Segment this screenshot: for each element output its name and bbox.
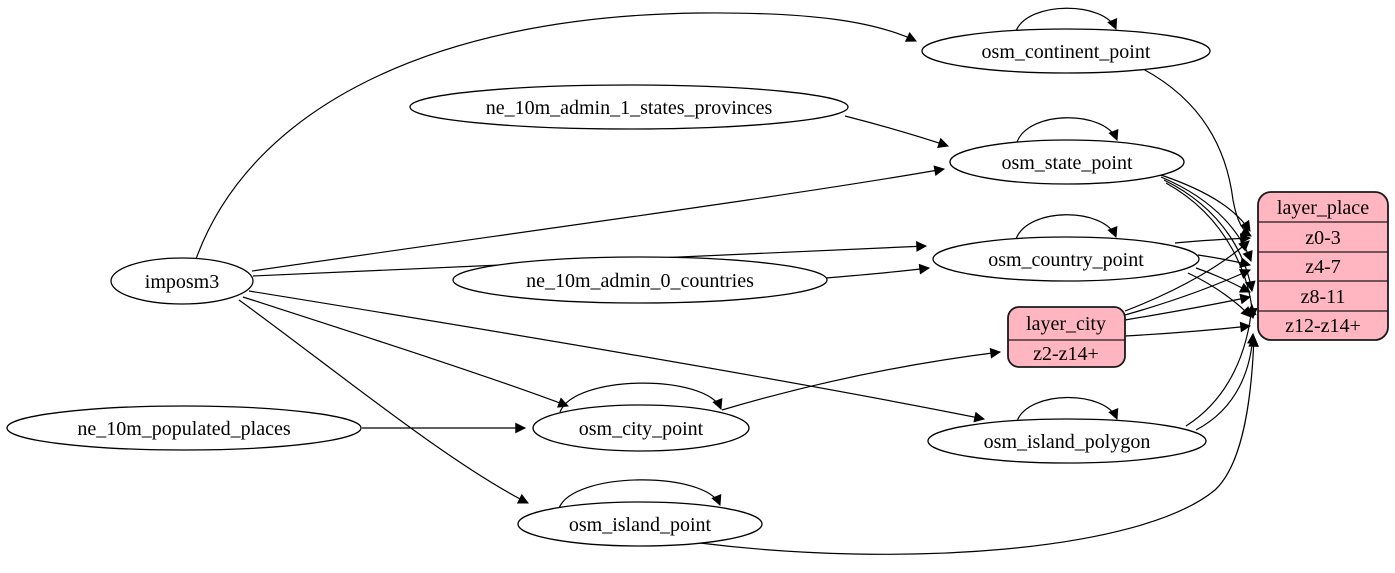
layer_place-row-z4-7: z4-7 — [1305, 256, 1341, 278]
osm_continent_point-label: osm_continent_point — [982, 41, 1151, 63]
edge-imposm3-osm_city_point — [242, 296, 570, 408]
edge-ne_10m_admin_0_countries-osm_country_point — [825, 263, 931, 279]
selfloop-osm_island_point — [558, 479, 722, 509]
ne_10m_admin_1_states_provinces-ellipse — [409, 84, 849, 130]
osm_state_point-label: osm_state_point — [1001, 152, 1133, 174]
layer_place-title: layer_place — [1277, 197, 1369, 219]
ne_10m_populated_places-label: ne_10m_populated_places — [77, 418, 290, 440]
node-ne_10m_admin_0_countries: ne_10m_admin_0_countries — [452, 256, 828, 304]
edge-imposm3-osm_state_point — [251, 165, 946, 272]
edge-imposm3-osm_island_polygon — [248, 290, 986, 423]
osm_island_polygon-label: osm_island_polygon — [984, 431, 1151, 453]
imposm3-ellipse — [110, 257, 254, 305]
ne_10m_admin_1_states_provinces-label: ne_10m_admin_1_states_provinces — [486, 97, 773, 119]
edge-layer_city-z12-z14 — [1124, 321, 1252, 337]
selfloop-osm_island_polygon — [1016, 396, 1119, 422]
record-layer_place: layer_place z0-3 z4-7 z8-11 z12-z14+ — [1257, 191, 1389, 341]
edge-osm_state_point-z4-7 — [1160, 176, 1253, 263]
osm_island_point-label: osm_island_point — [569, 514, 712, 536]
layer_place-row-z0-3: z0-3 — [1305, 227, 1341, 249]
layer_place-row-z8-11: z8-11 — [1301, 286, 1346, 308]
edge-osm_city_point-layer_city — [721, 347, 1002, 411]
layer_city-row-z2-z14: z2-z14+ — [1033, 343, 1099, 365]
node-osm_city_point: osm_city_point — [532, 404, 750, 452]
edge-osm_island_polygon-z8-11 — [1185, 303, 1257, 427]
selfloop-osm_continent_point — [1015, 7, 1118, 32]
edge-osm_island_polygon-z12-z14 — [1195, 332, 1258, 431]
node-osm_country_point: osm_country_point — [932, 236, 1200, 282]
selfloop-osm_state_point — [1016, 117, 1119, 143]
node-imposm3: imposm3 — [110, 257, 254, 305]
osm_island_point-ellipse — [517, 501, 763, 547]
edge-osm_state_point-z0-3 — [1157, 173, 1251, 232]
edge-ne_10m_admin_1_states_provinces-osm_state_point — [844, 115, 950, 149]
edge-layer_city-z4-7 — [1124, 269, 1251, 316]
edges-group — [195, 7, 1260, 555]
imposm3-label: imposm3 — [145, 271, 219, 293]
edge-osm_country_point-z12-z14 — [1187, 272, 1252, 318]
edge-osm_island_point-z12-z14 — [699, 335, 1260, 555]
edge-osm_country_point-z0-3 — [1174, 233, 1252, 244]
layer_city-box — [1007, 306, 1126, 368]
layer_city-title: layer_city — [1026, 313, 1106, 335]
layer_place-row-z12-z14: z12-z14+ — [1285, 315, 1361, 337]
node-osm_island_point: osm_island_point — [517, 501, 763, 547]
node-osm_island_polygon: osm_island_polygon — [927, 418, 1207, 464]
edge-layer_city-z8-11 — [1124, 293, 1252, 321]
osm_continent_point-ellipse — [921, 28, 1211, 74]
osm_state_point-ellipse — [949, 139, 1185, 185]
edge-osm_state_point-z8-11 — [1163, 179, 1256, 293]
edge-osm_country_point-z8-11 — [1195, 267, 1251, 293]
ne_10m_admin_0_countries-label: ne_10m_admin_0_countries — [526, 270, 754, 292]
osm_city_point-ellipse — [532, 404, 750, 452]
edge-layer_city-z0-3 — [1124, 240, 1250, 312]
osm_island_polygon-ellipse — [927, 418, 1207, 464]
ne_10m_populated_places-ellipse — [6, 405, 362, 451]
node-osm_state_point: osm_state_point — [949, 139, 1185, 185]
node-osm_continent_point: osm_continent_point — [921, 28, 1211, 74]
osm_country_point-ellipse — [932, 236, 1200, 282]
osm_city_point-label: osm_city_point — [579, 418, 704, 440]
osm_country_point-label: osm_country_point — [988, 249, 1144, 271]
edge-imposm3-osm_island_point — [238, 299, 529, 504]
selfloop-osm_country_point — [1015, 214, 1118, 240]
layer_place-box — [1257, 191, 1389, 341]
node-ne_10m_populated_places: ne_10m_populated_places — [6, 405, 362, 451]
ne_10m_admin_0_countries-ellipse — [452, 256, 828, 304]
edge-imposm3-osm_continent_point — [195, 12, 917, 260]
record-layer_city: layer_city z2-z14+ — [1007, 306, 1126, 368]
selfloop-osm_city_point — [559, 382, 723, 413]
node-ne_10m_admin_1_states_provinces: ne_10m_admin_1_states_provinces — [409, 84, 849, 130]
